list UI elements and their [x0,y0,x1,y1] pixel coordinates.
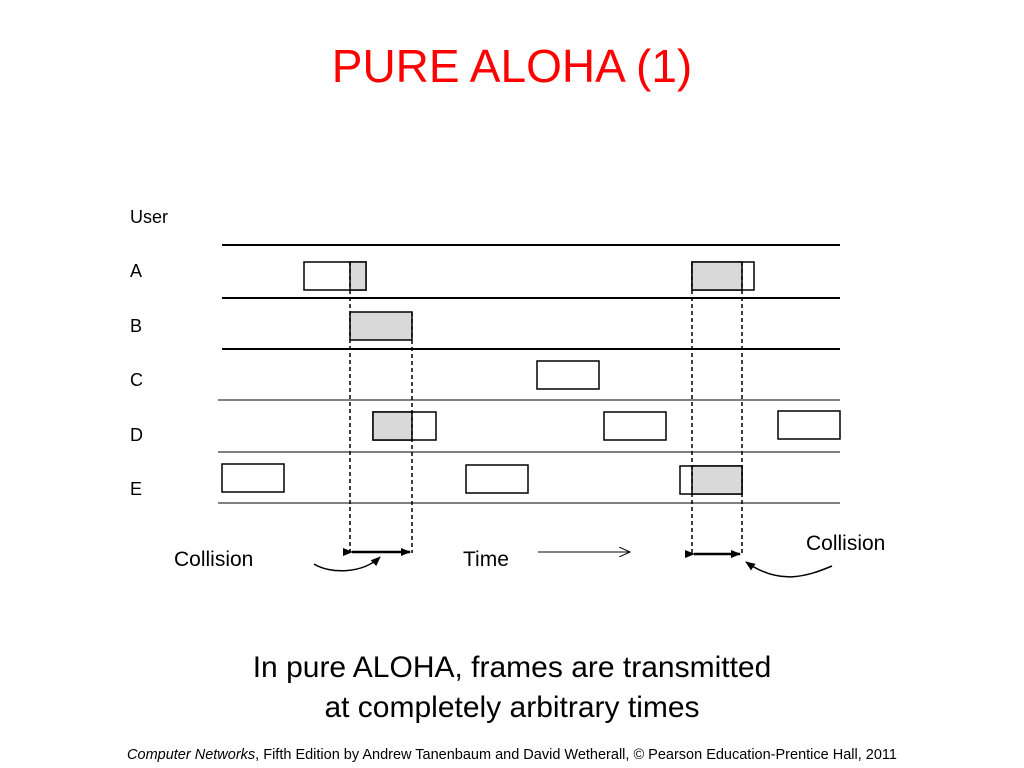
user-label-d: D [130,425,143,445]
time-label: Time [463,548,509,571]
footer-book-title: Computer Networks [127,747,256,763]
footer-citation: , Fifth Edition by Andrew Tanenbaum and … [255,747,897,763]
user-label-c: C [130,370,143,390]
frame-d1-overlap [372,411,413,441]
slide-footer: Computer Networks, Fifth Edition by Andr… [0,746,1024,764]
frame-e2 [465,464,529,494]
axis-label-user: User [130,207,168,227]
frame-b1 [349,311,413,341]
user-label-a: A [130,261,142,281]
frame-a1-overlap [349,261,367,291]
caption-line-2: at completely arbitrary times [324,691,700,724]
frame-d2 [603,411,667,441]
collision-pointer-right [745,561,833,578]
frame-c1 [536,360,600,390]
caption-line-1: In pure ALOHA, frames are transmitted [252,651,772,684]
user-label-b: B [130,316,142,336]
slide-title: PURE ALOHA (1) [331,40,693,92]
frame-e3-overlap [691,465,743,495]
user-label-e: E [130,479,142,499]
collision-pointer-left [313,556,381,572]
frame-d3 [777,410,841,440]
aloha-timing-diagram: User A B C D E Collision Collision Time [130,207,885,578]
collision-label-left: Collision [174,548,253,571]
slide-caption: In pure ALOHA, frames are transmitted at… [0,648,1024,728]
frame-a2-overlap [691,261,743,291]
frame-e1 [221,463,285,493]
collision-label-right: Collision [806,532,885,555]
